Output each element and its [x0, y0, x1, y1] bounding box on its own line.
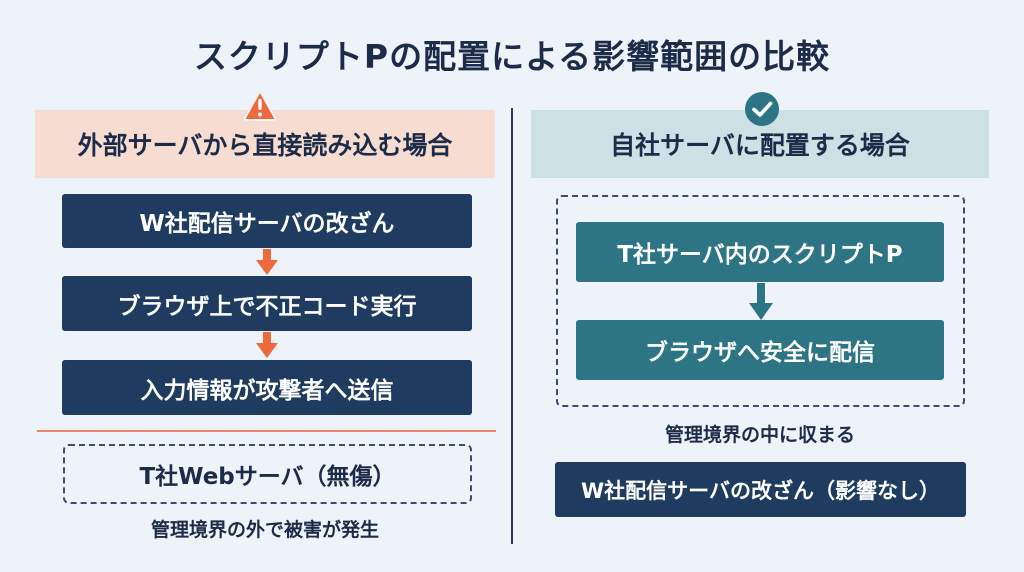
check-circle-icon: [745, 92, 779, 126]
right-caption: 管理境界の中に収まる: [664, 424, 855, 446]
right-step-1: T社サーバ内のスクリプトP: [576, 222, 944, 282]
center-divider: [511, 108, 513, 544]
t-company-server-boundary: T社Webサーバ（無傷）: [63, 444, 472, 504]
separator-line: [37, 430, 496, 432]
arrow-down-icon: [256, 332, 278, 358]
right-step-2: ブラウザへ安全に配信: [576, 320, 944, 380]
warning-triangle-icon: [243, 89, 277, 121]
arrow-down-icon: [749, 283, 773, 320]
left-step-2: ブラウザ上で不正コード実行: [62, 276, 472, 331]
left-header: 外部サーバから直接読み込む場合: [35, 110, 495, 178]
management-boundary: [556, 195, 965, 407]
page-title: スクリプトPの配置による影響範囲の比較: [193, 37, 831, 76]
arrow-down-icon: [256, 249, 278, 275]
left-caption: 管理境界の外で被害が発生: [150, 519, 379, 541]
right-header: 自社サーバに配置する場合: [531, 110, 989, 178]
left-step-1: W社配信サーバの改ざん: [62, 194, 472, 248]
left-step-3: 入力情報が攻撃者へ送信: [62, 360, 472, 415]
w-company-server-box: W社配信サーバの改ざん（影響なし）: [555, 462, 966, 517]
